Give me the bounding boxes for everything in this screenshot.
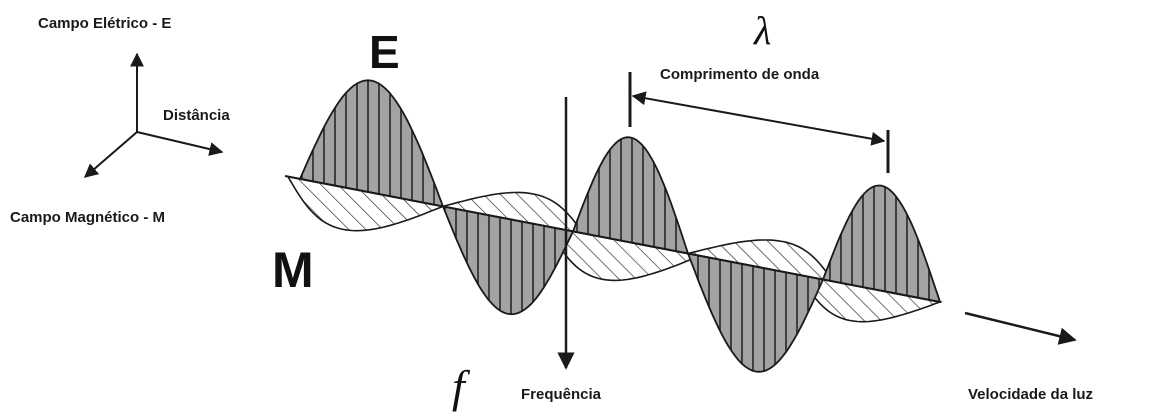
magnetic-axis-arrow xyxy=(83,131,138,178)
light-speed-arrow xyxy=(964,311,1077,345)
wavelength-label: Comprimento de onda xyxy=(660,66,820,83)
magnetic-lobe-2 xyxy=(442,191,585,235)
electric-lobe-5 xyxy=(821,184,942,304)
magnetic-field-label: Campo Magnético - M xyxy=(10,209,165,226)
electric-letter: E xyxy=(369,26,400,78)
wavelength-symbol: λ xyxy=(753,8,771,53)
wavelength-arrow xyxy=(631,91,886,146)
electric-lobe-4 xyxy=(686,252,825,373)
axes-legend: Campo Elétrico - E Distância Campo Magné… xyxy=(10,15,230,226)
magnetic-letter: M xyxy=(272,242,314,298)
electric-field-label: Campo Elétrico - E xyxy=(38,15,171,32)
frequency-indicator: f Frequência xyxy=(452,97,602,412)
light-speed-label: Velocidade da luz xyxy=(968,386,1093,403)
magnetic-wave xyxy=(286,175,944,323)
wavelength-indicator: λ Comprimento de onda xyxy=(628,8,890,173)
electric-lobe-1 xyxy=(298,79,445,208)
electric-lobe-2 xyxy=(441,205,575,316)
electric-wave xyxy=(298,79,942,373)
distance-label: Distância xyxy=(163,107,230,124)
frequency-label: Frequência xyxy=(521,386,602,403)
magnetic-lobe-1 xyxy=(286,175,446,232)
distance-axis-arrow xyxy=(136,131,224,156)
magnetic-lobe-4 xyxy=(687,239,835,283)
propagation-axis xyxy=(284,175,941,303)
frequency-symbol: f xyxy=(452,361,471,412)
